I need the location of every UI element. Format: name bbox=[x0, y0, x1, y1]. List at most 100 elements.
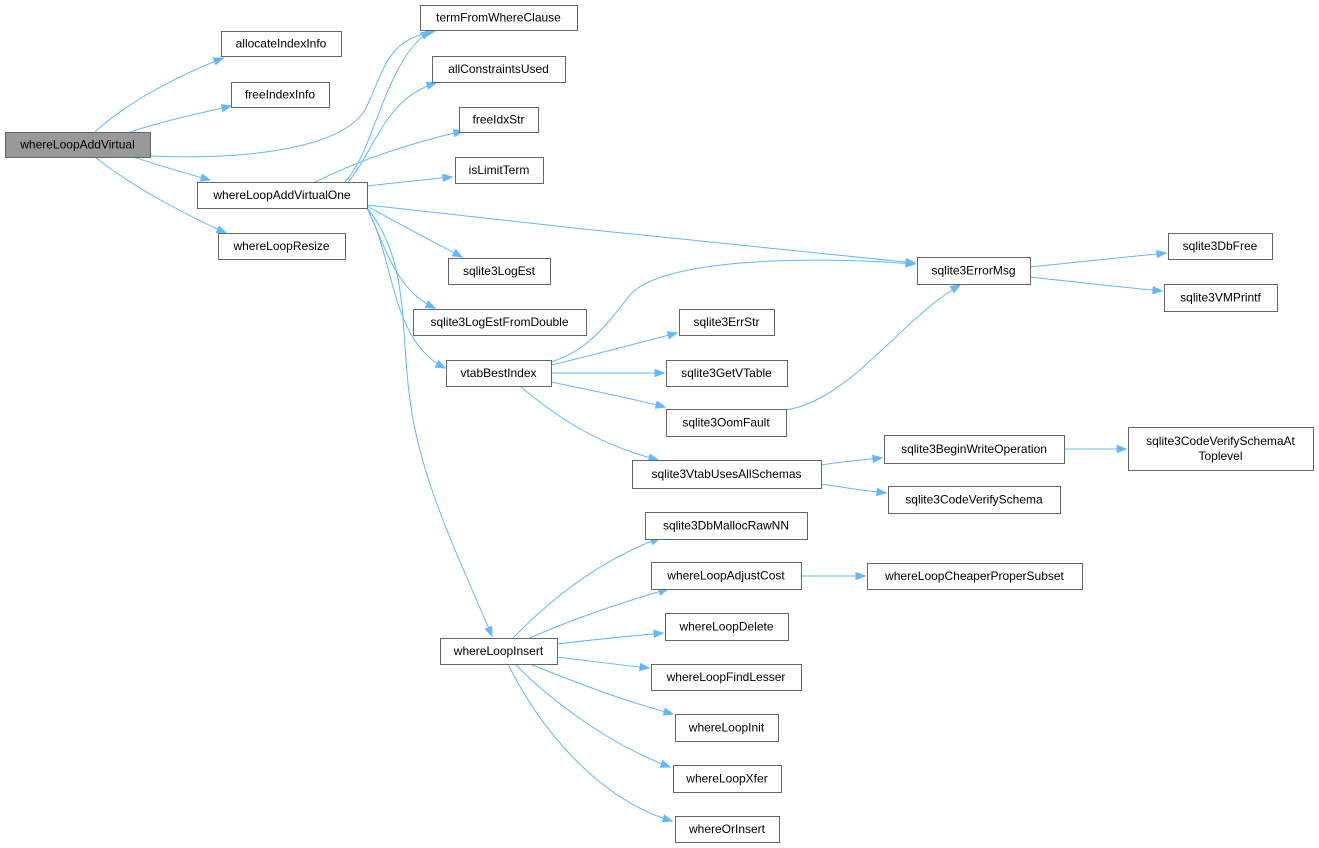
node-sqlite3LogEstFromDouble[interactable]: sqlite3LogEstFromDouble bbox=[413, 309, 587, 336]
node-sqlite3CodeVerifySchema[interactable]: sqlite3CodeVerifySchema bbox=[888, 486, 1061, 514]
node-box[interactable] bbox=[867, 563, 1083, 590]
edge-vtabBestIndex-to-sqlite3GetVTable bbox=[551, 368, 666, 378]
edge-sqlite3VtabUsesAllSchemas-to-sqlite3CodeVerifySchema bbox=[820, 483, 888, 497]
node-box[interactable] bbox=[1128, 427, 1314, 471]
node-label: sqlite3BeginWriteOperation bbox=[901, 442, 1047, 456]
edge-line bbox=[132, 156, 211, 181]
node-box[interactable] bbox=[218, 233, 346, 260]
node-box[interactable] bbox=[440, 638, 558, 665]
edge-whereLoopInsert-to-whereLoopFindLesser bbox=[556, 656, 651, 672]
node-label: sqlite3LogEstFromDouble bbox=[430, 315, 568, 329]
node-box[interactable] bbox=[5, 132, 151, 158]
node-box[interactable] bbox=[651, 664, 802, 691]
arrowhead-icon bbox=[666, 331, 679, 340]
node-label: whereLoopXfer bbox=[685, 772, 767, 786]
node-label: freeIdxStr bbox=[472, 113, 524, 127]
edge-sqlite3BeginWriteOperation-to-sqlite3CodeVerifySchemaAtToplevel bbox=[1064, 444, 1128, 454]
node-box[interactable] bbox=[645, 512, 808, 540]
node-box[interactable] bbox=[673, 765, 782, 793]
node-sqlite3VtabUsesAllSchemas[interactable]: sqlite3VtabUsesAllSchemas bbox=[632, 460, 822, 489]
node-sqlite3BeginWriteOperation[interactable]: sqlite3BeginWriteOperation bbox=[884, 435, 1065, 464]
node-box[interactable] bbox=[459, 107, 539, 133]
arrowhead-icon bbox=[484, 625, 493, 638]
arrowhead-icon bbox=[419, 30, 432, 40]
node-box[interactable] bbox=[197, 182, 368, 209]
node-whereLoopAddVirtualOne[interactable]: whereLoopAddVirtualOne bbox=[197, 182, 368, 209]
node-box[interactable] bbox=[420, 5, 578, 31]
arrowhead-icon bbox=[659, 759, 672, 768]
node-box[interactable] bbox=[666, 409, 787, 437]
node-box[interactable] bbox=[446, 360, 552, 387]
node-box[interactable] bbox=[888, 486, 1061, 514]
arrowhead-icon bbox=[654, 400, 667, 409]
node-whereOrInsert[interactable]: whereOrInsert bbox=[675, 816, 780, 843]
node-whereLoopCheaperProperSubset[interactable]: whereLoopCheaperProperSubset bbox=[867, 563, 1083, 590]
node-sqlite3LogEst[interactable]: sqlite3LogEst bbox=[448, 258, 551, 285]
node-box[interactable] bbox=[1168, 233, 1273, 260]
edge-whereLoopInsert-to-whereLoopDelete bbox=[556, 629, 665, 645]
node-box[interactable] bbox=[884, 435, 1065, 464]
node-box[interactable] bbox=[231, 82, 330, 108]
node-whereLoopXfer[interactable]: whereLoopXfer bbox=[673, 765, 782, 793]
node-box[interactable] bbox=[632, 460, 822, 489]
node-box[interactable] bbox=[679, 309, 775, 336]
node-sqlite3DbMallocRawNN[interactable]: sqlite3DbMallocRawNN bbox=[645, 512, 808, 540]
edge-line bbox=[514, 663, 671, 768]
node-sqlite3ErrorMsg[interactable]: sqlite3ErrorMsg bbox=[917, 257, 1031, 285]
edge-whereLoopAddVirtualOne-to-isLimitTerm bbox=[366, 173, 454, 187]
node-whereLoopInsert[interactable]: whereLoopInsert bbox=[440, 638, 558, 665]
node-whereLoopAdjustCost[interactable]: whereLoopAdjustCost bbox=[651, 562, 802, 590]
edge-vtabBestIndex-to-sqlite3OomFault bbox=[550, 381, 667, 409]
node-box[interactable] bbox=[432, 56, 566, 83]
node-whereLoopResize[interactable]: whereLoopResize bbox=[218, 233, 346, 260]
node-box[interactable] bbox=[221, 31, 342, 57]
node-whereLoopAddVirtual[interactable]: whereLoopAddVirtual bbox=[5, 132, 151, 158]
node-sqlite3VMPrintf[interactable]: sqlite3VMPrintf bbox=[1164, 284, 1278, 312]
node-box[interactable] bbox=[666, 360, 788, 387]
node-whereLoopFindLesser[interactable]: whereLoopFindLesser bbox=[651, 664, 802, 691]
node-whereLoopInit[interactable]: whereLoopInit bbox=[675, 714, 779, 742]
node-allConstraintsUsed[interactable]: allConstraintsUsed bbox=[432, 56, 566, 83]
edge-sqlite3ErrorMsg-to-sqlite3VMPrintf bbox=[1029, 276, 1164, 295]
node-freeIdxStr[interactable]: freeIdxStr bbox=[459, 107, 539, 133]
edge-line bbox=[366, 205, 463, 258]
node-sqlite3GetVTable[interactable]: sqlite3GetVTable bbox=[666, 360, 788, 387]
node-label: sqlite3ErrStr bbox=[693, 315, 759, 329]
node-box[interactable] bbox=[651, 562, 802, 590]
node-box[interactable] bbox=[1164, 284, 1278, 312]
edge-line bbox=[512, 537, 661, 639]
nodes-layer: whereLoopAddVirtual allocateIndexInfo free… bbox=[5, 5, 1314, 843]
node-label: whereLoopAdjustCost bbox=[666, 569, 785, 583]
node-box[interactable] bbox=[675, 714, 779, 742]
node-freeIndexInfo[interactable]: freeIndexInfo bbox=[231, 82, 330, 108]
edge-line bbox=[94, 57, 224, 133]
node-box[interactable] bbox=[448, 258, 551, 285]
node-label: termFromWhereClause bbox=[436, 11, 561, 25]
node-sqlite3DbFree[interactable]: sqlite3DbFree bbox=[1168, 233, 1273, 260]
edge-line bbox=[507, 663, 673, 822]
node-box[interactable] bbox=[665, 613, 789, 641]
arrowhead-icon bbox=[1156, 249, 1168, 259]
node-box[interactable] bbox=[455, 157, 544, 184]
node-sqlite3ErrStr[interactable]: sqlite3ErrStr bbox=[679, 309, 775, 336]
edges-layer bbox=[94, 28, 1168, 823]
edge-vtabBestIndex-to-sqlite3ErrStr bbox=[550, 331, 679, 366]
node-allocateIndexInfo[interactable]: allocateIndexInfo bbox=[221, 31, 342, 57]
arrowhead-icon bbox=[855, 571, 867, 581]
node-box[interactable] bbox=[413, 309, 587, 336]
arrowhead-icon bbox=[215, 225, 228, 234]
arrowhead-icon bbox=[424, 300, 437, 309]
arrowhead-icon bbox=[199, 173, 212, 182]
node-whereLoopDelete[interactable]: whereLoopDelete bbox=[665, 613, 789, 641]
edge-line bbox=[519, 385, 659, 461]
edge-whereLoopAddVirtualOne-to-allConstraintsUsed bbox=[347, 81, 438, 183]
edge-line bbox=[347, 82, 437, 183]
node-box[interactable] bbox=[675, 816, 780, 843]
node-box[interactable] bbox=[917, 257, 1031, 285]
node-vtabBestIndex[interactable]: vtabBestIndex bbox=[446, 360, 552, 387]
node-termFromWhereClause[interactable]: termFromWhereClause bbox=[420, 5, 578, 31]
node-isLimitTerm[interactable]: isLimitTerm bbox=[455, 157, 544, 184]
node-sqlite3OomFault[interactable]: sqlite3OomFault bbox=[666, 409, 787, 437]
